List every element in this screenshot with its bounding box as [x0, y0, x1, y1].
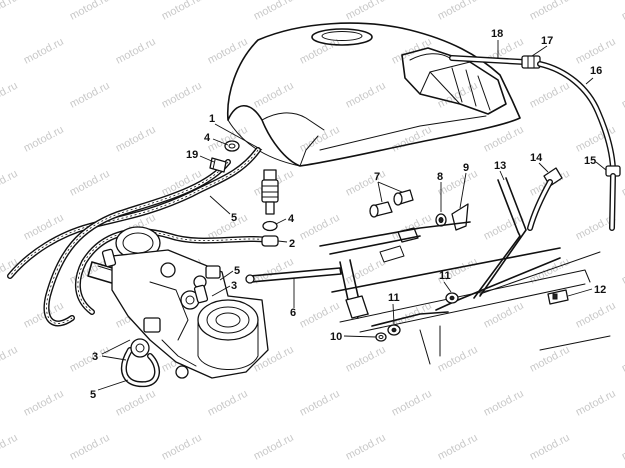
watermark-text: motod.ru [252, 80, 296, 111]
watermark-text: motod.ru [160, 80, 204, 111]
watermark-text: motod.ru [436, 432, 480, 463]
fuel-tank [226, 22, 521, 167]
watermark-text: motod.ru [528, 432, 572, 463]
watermark-text: motod.ru [160, 432, 204, 463]
callout-10: 10 [330, 331, 342, 343]
watermark-text: motod.ru [620, 80, 625, 111]
watermark-text: motod.ru [344, 80, 388, 111]
washer-11-right [445, 292, 459, 304]
watermark-text: motod.ru [68, 80, 112, 111]
watermark-text: motod.ru [620, 432, 625, 463]
watermark-text: motod.ru [114, 36, 158, 67]
watermark-text: motod.ru [22, 36, 66, 67]
callout-5: 5 [234, 265, 240, 277]
watermark-text: motod.ru [252, 432, 296, 463]
watermark-text: motod.ru [114, 124, 158, 155]
callout-4: 4 [288, 213, 295, 225]
hose-16 [537, 61, 616, 171]
watermark-text: motod.ru [482, 388, 526, 419]
watermark-text: motod.ru [0, 344, 20, 375]
callout-3: 3 [231, 280, 237, 292]
watermark-text: motod.ru [206, 36, 250, 67]
washer-11-left [387, 324, 401, 336]
hose-15-lower [609, 173, 616, 231]
callout-9: 9 [463, 162, 469, 174]
hose-14 [527, 167, 563, 231]
watermark-text: motod.ru [390, 36, 434, 67]
watermark-text: motod.ru [574, 388, 618, 419]
watermark-text: motod.ru [620, 344, 625, 375]
fuel-filter [261, 169, 279, 215]
clip-4-mid [262, 220, 278, 232]
watermark-text: motod.ru [68, 168, 112, 199]
watermark-text: motod.ru [390, 388, 434, 419]
watermark-text: motod.ru [68, 344, 112, 375]
rod-13 [473, 177, 527, 299]
callout-6: 6 [290, 307, 296, 319]
callout-19: 19 [186, 149, 198, 161]
watermark-text: motod.ru [528, 256, 572, 287]
watermark-text: motod.ru [298, 300, 342, 331]
watermark-text: motod.ru [436, 0, 480, 23]
strap-6 [245, 267, 342, 284]
callout-16: 16 [590, 65, 602, 77]
clip-4-top [224, 140, 240, 152]
watermark-text: motod.ru [298, 388, 342, 419]
watermark-text: motod.ru [528, 0, 572, 23]
callout-7: 7 [374, 171, 380, 183]
washer-10 [375, 332, 387, 342]
callout-labels: 1 4 19 5 4 2 5 3 6 3 5 7 8 9 13 14 18 17… [90, 28, 606, 401]
watermark-text: motod.ru [0, 0, 20, 23]
washer-8 [435, 213, 447, 227]
watermark-text: motod.ru [68, 432, 112, 463]
callout-15: 15 [584, 155, 596, 167]
callout-18: 18 [491, 28, 503, 40]
grommets-7 [369, 189, 419, 243]
callout-8: 8 [437, 171, 443, 183]
callout-11: 11 [388, 292, 400, 304]
watermark-text: motod.ru [344, 0, 388, 23]
watermark-text: motod.ru [0, 432, 20, 463]
watermark-text: motod.ru [344, 432, 388, 463]
fitting-17 [521, 55, 541, 69]
callout-2: 2 [289, 238, 295, 250]
union-2 [261, 235, 279, 247]
callout-13: 13 [494, 160, 506, 172]
watermark-text: motod.ru [0, 168, 20, 199]
callout-17: 17 [541, 35, 553, 47]
watermark-text: motod.ru [574, 36, 618, 67]
callout-5: 5 [231, 212, 237, 224]
callout-12: 12 [594, 284, 606, 296]
throttle-body-assembly [87, 226, 269, 379]
callout-5: 5 [90, 389, 96, 401]
callout-3: 3 [92, 351, 98, 363]
watermark-text: motod.ru [620, 0, 625, 23]
callout-11: 11 [439, 270, 451, 282]
watermark-text: motod.ru [574, 300, 618, 331]
watermark-text: motod.ru [206, 388, 250, 419]
watermark-text: motod.ru [22, 124, 66, 155]
clip-12 [547, 289, 569, 305]
subframe [319, 221, 611, 365]
watermark-text: motod.ru [528, 80, 572, 111]
watermark-text: motod.ru [252, 0, 296, 23]
watermark-text: motod.ru [114, 388, 158, 419]
watermark-text: motod.ru [160, 0, 204, 23]
watermark-text: motod.ru [436, 344, 480, 375]
callout-14: 14 [530, 152, 543, 164]
watermark-text: motod.ru [620, 256, 625, 287]
watermark-text: motod.ru [22, 388, 66, 419]
watermark-text: motod.ru [298, 212, 342, 243]
watermark-text: motod.ru [0, 80, 20, 111]
callout-1: 1 [209, 113, 215, 125]
hose-18 [449, 55, 527, 65]
callout-4: 4 [204, 132, 211, 144]
watermark-text: motod.ru [68, 0, 112, 23]
fitting-19 [209, 157, 227, 173]
watermark-text: motod.ru [344, 344, 388, 375]
leader-lines [97, 40, 607, 391]
